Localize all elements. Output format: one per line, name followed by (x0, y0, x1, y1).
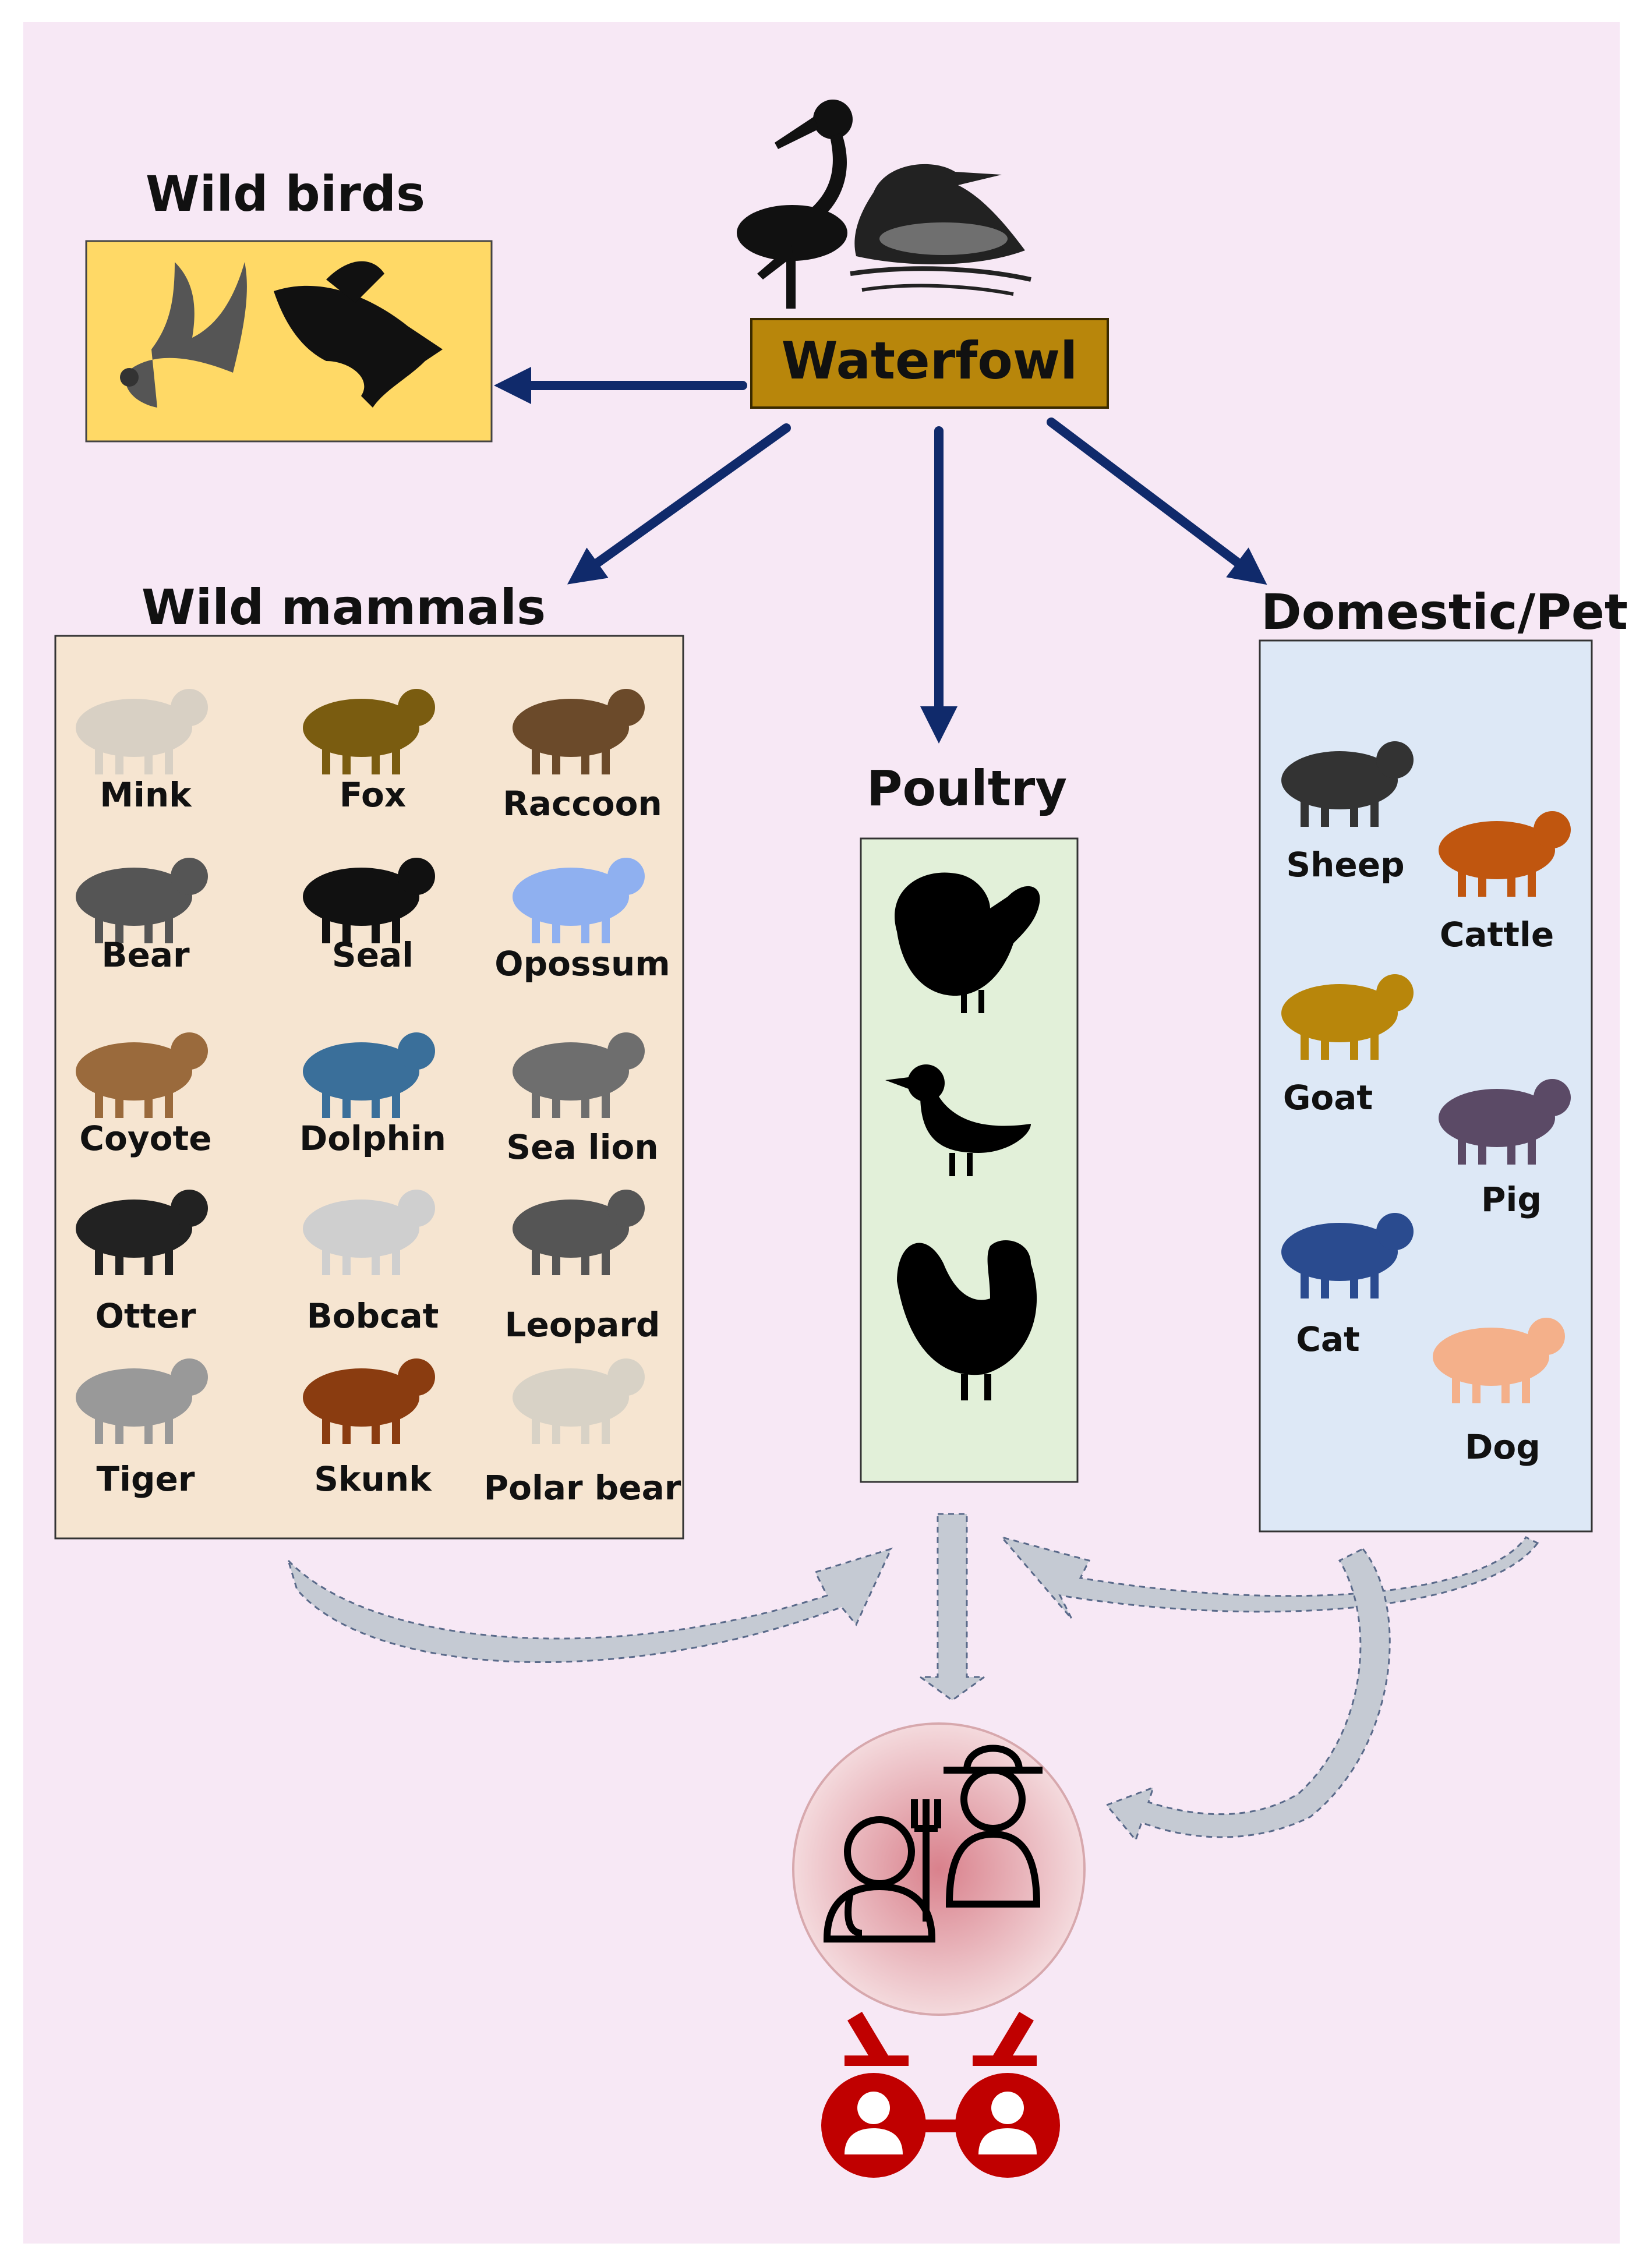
goat-icon (1281, 974, 1414, 1060)
wild-mammals-heading: Wild mammals (142, 579, 546, 636)
bobcat-icon (303, 1190, 435, 1275)
wild-birds-box (85, 240, 493, 443)
mink-icon (76, 689, 208, 774)
turkey-icon (895, 872, 1040, 1013)
label-sheep: Sheep (1286, 845, 1404, 884)
label-cat: Cat (1296, 1319, 1359, 1359)
waterfowl-label: Waterfowl (782, 331, 1078, 391)
cat-icon (1281, 1213, 1414, 1298)
eagle-icon (274, 261, 443, 408)
chicken-icon (897, 1240, 1037, 1400)
label-bear: Bear (101, 935, 190, 975)
label-goat: Goat (1283, 1078, 1373, 1117)
label-cattle: Cattle (1440, 915, 1554, 954)
skunk-icon (303, 1358, 435, 1444)
person-to-person-icon (821, 2012, 1060, 2178)
polar-bear-icon (513, 1358, 645, 1444)
domestic-pet-heading: Domestic/Pet (1261, 583, 1628, 641)
waterfowl-box (750, 318, 1109, 409)
label-otter: Otter (96, 1296, 196, 1336)
otter-icon (76, 1190, 208, 1275)
label-polar-bear: Polar bear (484, 1468, 681, 1508)
leopard-icon (513, 1190, 645, 1275)
arrow-mammals-to-poultry (287, 1547, 893, 1664)
label-bobcat: Bobcat (307, 1296, 439, 1336)
coyote-icon (76, 1032, 208, 1118)
raccoon-icon (513, 689, 645, 774)
label-dog: Dog (1465, 1427, 1540, 1467)
poultry-heading: Poultry (867, 760, 1067, 817)
sea-lion-icon (513, 1032, 645, 1118)
label-seal: Seal (332, 935, 414, 975)
label-raccoon: Raccoon (503, 784, 662, 823)
label-sea-lion: Sea lion (506, 1127, 658, 1167)
tiger-icon (76, 1358, 208, 1444)
duck-icon (120, 262, 247, 408)
seal-icon (303, 858, 435, 943)
arrow-domestic-to-poultry (999, 1535, 1539, 1619)
label-dolphin: Dolphin (299, 1119, 446, 1158)
transmission-arrows (494, 367, 1267, 744)
opossum-icon (513, 858, 645, 943)
fox-icon (303, 689, 435, 774)
bear-icon (76, 858, 208, 943)
label-leopard: Leopard (505, 1305, 660, 1344)
spillover-arrows (287, 1513, 1539, 1842)
loon-icon (850, 164, 1031, 296)
label-tiger: Tiger (97, 1459, 195, 1499)
label-skunk: Skunk (314, 1459, 432, 1499)
label-pig: Pig (1481, 1180, 1542, 1219)
poultry-duck-icon (885, 1064, 1031, 1176)
label-mink: Mink (100, 775, 192, 815)
arrow-poultry-to-humans (917, 1513, 987, 1701)
flamingo-icon (737, 100, 853, 309)
arrow-to-domestic-pet (1047, 417, 1267, 585)
sheep-icon (1281, 741, 1414, 827)
label-coyote: Coyote (79, 1119, 211, 1158)
pig-icon (1439, 1079, 1571, 1165)
label-fox: Fox (340, 775, 407, 815)
cattle-icon (1439, 811, 1571, 897)
wild-birds-heading: Wild birds (146, 165, 425, 222)
arrow-domestic-to-humans (1105, 1548, 1391, 1842)
label-opossum: Opossum (494, 944, 670, 983)
arrow-to-wild-mammals (567, 423, 791, 585)
farmer-icon (911, 1745, 1043, 1922)
domestic-pet-box (1259, 639, 1593, 1533)
dolphin-icon (303, 1032, 435, 1118)
dog-icon (1433, 1318, 1565, 1403)
